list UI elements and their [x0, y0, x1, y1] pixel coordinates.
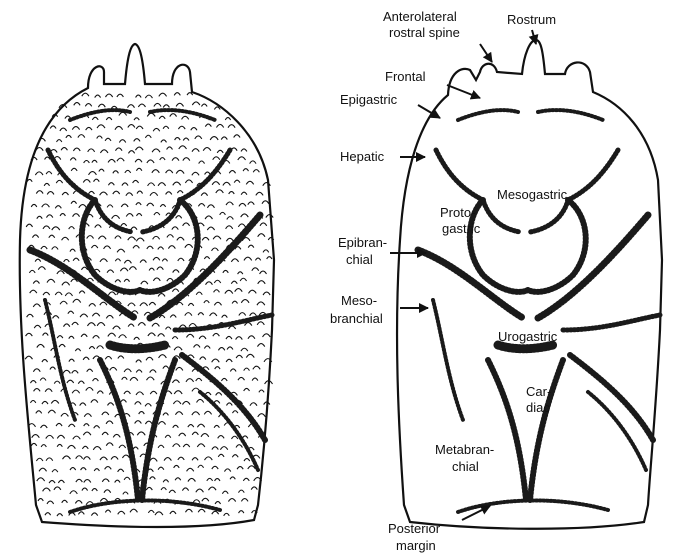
groove-line-8 — [110, 345, 165, 349]
label-epibranchial-2: chial — [346, 252, 373, 267]
label-protogastric-2: gastric — [442, 221, 481, 236]
label-epigastric: Epigastric — [340, 92, 398, 107]
label-frontal: Frontal — [385, 69, 426, 84]
label-hepatic: Hepatic — [340, 149, 385, 164]
label-urogastric: Urogastric — [498, 329, 558, 344]
label-mesobranchial-2: branchial — [330, 311, 383, 326]
label-posterior-2: margin — [396, 538, 436, 553]
label-mesogastric: Mesogastric — [497, 187, 568, 202]
left-carapace — [20, 44, 274, 527]
label-epibranchial-1: Epibran- — [338, 235, 387, 250]
label-mesobranchial-1: Meso- — [341, 293, 377, 308]
label-anterolateral-2: rostral spine — [389, 25, 460, 40]
label-metabranchial-2: chial — [452, 459, 479, 474]
label-anterolateral-1: Anterolateral — [383, 9, 457, 24]
label-cardiac-2: diac — [526, 400, 550, 415]
label-protogastric-1: Proto- — [440, 205, 475, 220]
groove-line-8 — [498, 345, 553, 349]
label-rostrum: Rostrum — [507, 12, 556, 27]
arrow-anterolateral — [480, 44, 492, 62]
label-posterior-1: Posterior — [388, 521, 441, 536]
label-cardiac-1: Car- — [526, 384, 551, 399]
label-metabranchial-1: Metabran- — [435, 442, 494, 457]
